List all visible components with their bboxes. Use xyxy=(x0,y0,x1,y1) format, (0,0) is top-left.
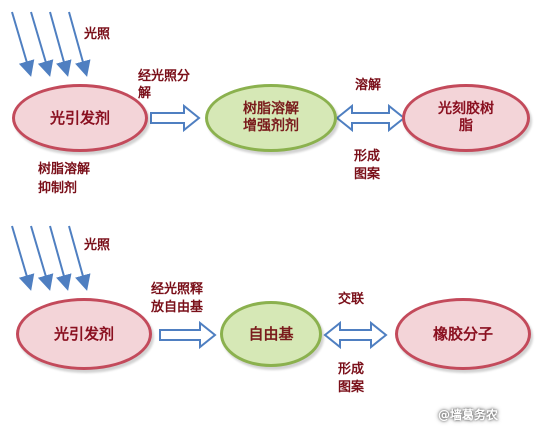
top-photoresist-line1: 光刻胶树 xyxy=(438,101,494,118)
top-resin-enhancer-node: 树脂溶解 增强剂剂 xyxy=(205,84,337,152)
top-resin-enhancer-line2: 增强剂剂 xyxy=(243,118,299,134)
bottom-right-action-label: 交联 xyxy=(338,292,365,307)
top-photoresist-node: 光刻胶树 脂 xyxy=(402,84,530,152)
bottom-left-arrow xyxy=(159,320,217,350)
bottom-free-radical-label: 自由基 xyxy=(248,325,294,343)
top-light-label: 光照 xyxy=(84,27,111,42)
top-under-left-line1: 树脂溶解 xyxy=(38,162,91,177)
bottom-light-rays xyxy=(11,225,91,291)
bottom-rubber-molecule-label: 橡胶分子 xyxy=(432,325,493,343)
bottom-process-label-line2: 放自由基 xyxy=(151,300,204,315)
top-photoinitiator-label: 光引发剂 xyxy=(49,109,110,127)
top-process-label-line2: 解 xyxy=(138,86,152,101)
bottom-light-label: 光照 xyxy=(84,238,111,253)
top-light-rays xyxy=(11,11,91,77)
top-left-arrow xyxy=(150,103,201,133)
top-resin-enhancer-line1: 树脂溶解 xyxy=(243,101,299,118)
bottom-free-radical-node: 自由基 xyxy=(220,301,322,367)
top-resin-enhancer-text: 树脂溶解 增强剂剂 xyxy=(243,101,299,135)
top-right-result-line2: 图案 xyxy=(354,167,381,182)
bottom-right-double-arrow xyxy=(323,320,388,350)
bottom-rubber-molecule-node: 橡胶分子 xyxy=(395,298,531,370)
bottom-photoinitiator-label: 光引发剂 xyxy=(53,325,114,343)
top-photoinitiator-node: 光引发剂 xyxy=(12,84,148,152)
top-right-result-line1: 形成 xyxy=(354,149,381,164)
bottom-right-result-line1: 形成 xyxy=(338,362,365,377)
top-photoresist-line2: 脂 xyxy=(459,118,473,134)
bottom-right-result-line2: 图案 xyxy=(338,380,365,395)
watermark-text: @墙葛务农 xyxy=(438,408,499,422)
bottom-process-label-line1: 经光照释 xyxy=(151,282,204,297)
top-under-left-line2: 抑制剂 xyxy=(38,181,78,196)
top-right-action-label: 溶解 xyxy=(355,78,382,93)
top-right-double-arrow xyxy=(335,103,406,133)
top-photoresist-text: 光刻胶树 脂 xyxy=(438,101,494,135)
bottom-photoinitiator-node: 光引发剂 xyxy=(16,298,152,370)
top-process-label-line1: 经光照分 xyxy=(138,69,191,84)
